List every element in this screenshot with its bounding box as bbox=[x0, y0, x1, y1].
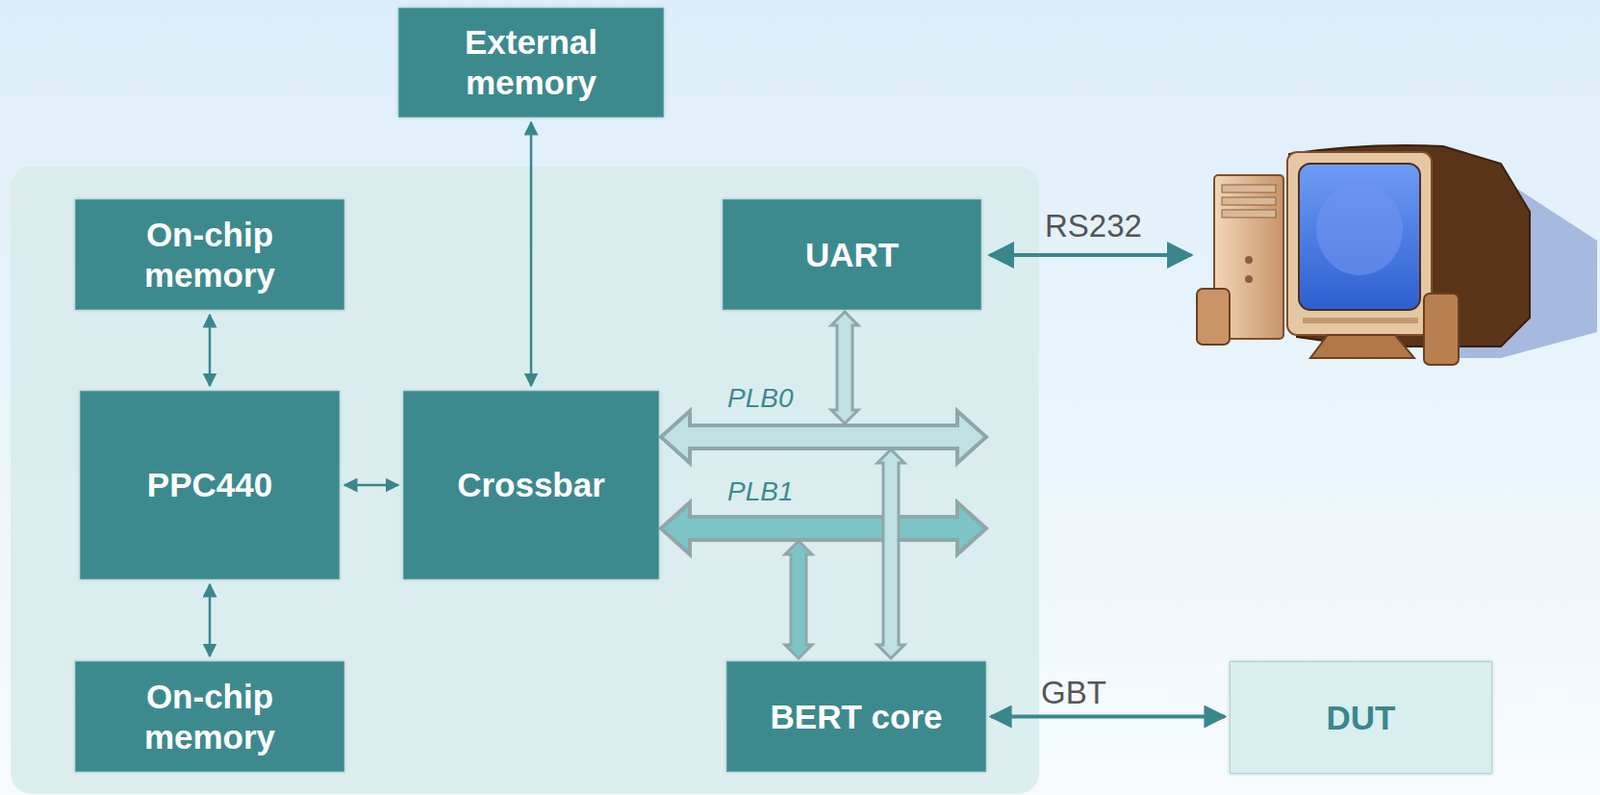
bus-name: PLB0 bbox=[727, 382, 794, 414]
box-label: External memory bbox=[399, 22, 663, 103]
memory-box: On-chip memory bbox=[75, 660, 345, 772]
box-label: PPC440 bbox=[137, 464, 282, 506]
connector-arrow bbox=[208, 314, 212, 386]
bus-tap bbox=[877, 449, 905, 659]
processor-box: PPC440 bbox=[79, 390, 340, 580]
signal-name: GBT bbox=[1041, 674, 1107, 712]
box-label: UART bbox=[795, 234, 909, 276]
plb0-bus bbox=[660, 410, 987, 463]
bus-tap bbox=[831, 311, 859, 424]
box-label: BERT core bbox=[761, 696, 953, 737]
plb1-bus bbox=[660, 502, 987, 555]
bus-tap bbox=[785, 540, 813, 659]
connector-arrow bbox=[530, 122, 534, 386]
bert-core-box: BERT core bbox=[726, 660, 987, 772]
rs232-link bbox=[990, 253, 1192, 257]
connector-arrow bbox=[208, 584, 212, 657]
connector-arrow bbox=[990, 714, 1225, 719]
signal-name: RS232 bbox=[1044, 207, 1143, 245]
bus-name: PLB1 bbox=[727, 476, 794, 508]
crossbar-box: Crossbar bbox=[403, 390, 660, 580]
box-label: On-chip memory bbox=[76, 676, 344, 758]
box-label: DUT bbox=[1317, 697, 1406, 738]
connector-arrow bbox=[344, 483, 399, 487]
memory-box: On-chip memory bbox=[75, 199, 345, 310]
box-label: On-chip memory bbox=[76, 214, 344, 296]
uart-box: UART bbox=[722, 199, 982, 310]
box-label: Crossbar bbox=[447, 464, 615, 506]
dut-box: DUT bbox=[1229, 660, 1493, 774]
memory-box: External memory bbox=[398, 7, 664, 118]
fpga-panel bbox=[10, 166, 1040, 794]
computer-illustration bbox=[1196, 145, 1598, 365]
